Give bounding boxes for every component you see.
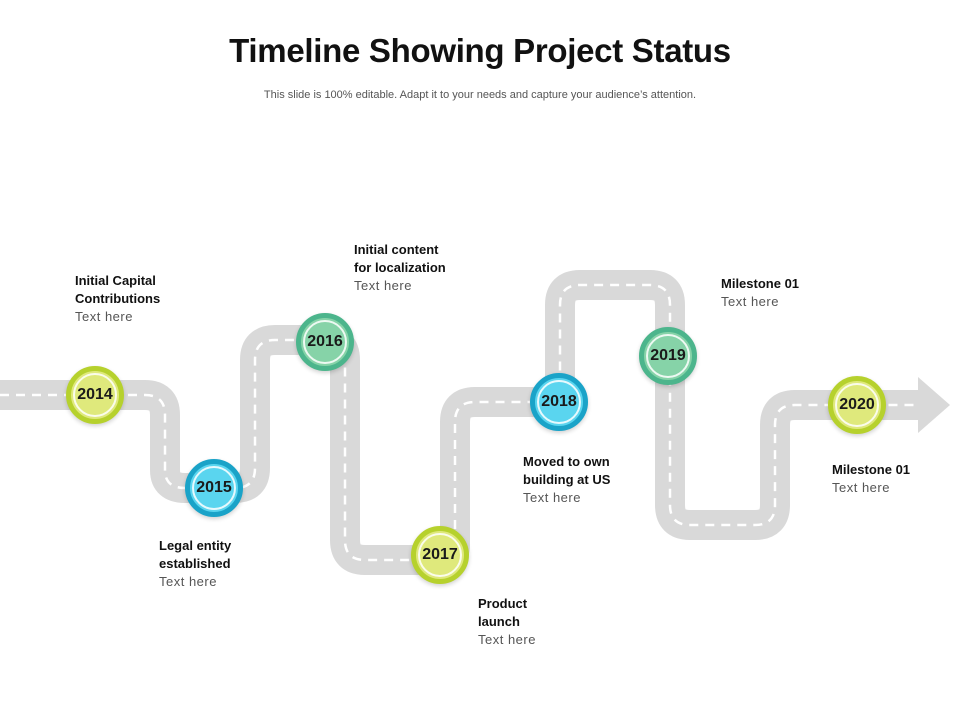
page-title: Timeline Showing Project Status [229,32,731,69]
milestone-2017-node: 2017 [411,526,469,584]
milestone-title-line: Initial content [354,242,439,257]
milestone-title-line: Moved to own [523,454,610,469]
milestone-2016-label: Initial content for localization Text he… [354,241,446,295]
milestone-title-line: Milestone 01 [721,276,800,291]
milestone-year: 2016 [307,333,343,350]
road-band [0,270,918,575]
milestone-text: Text here [159,574,217,589]
milestone-text: Text here [721,294,779,309]
milestone-year: 2014 [77,386,113,403]
milestone-title-line: for localization [354,260,446,275]
milestone-title-line: Milestone 01 [832,462,911,477]
milestone-2020-label: Milestone 01 Text here [832,461,910,497]
milestone-title-line: building at US [523,472,611,487]
milestone-year: 2017 [422,546,458,563]
milestone-2018-node: 2018 [530,373,588,431]
milestone-2015-node: 2015 [185,459,243,517]
page-subtitle: This slide is 100% editable. Adapt it to… [263,89,697,101]
milestone-year: 2020 [839,396,875,413]
milestone-2017-label: Product launch Text here [478,595,536,649]
milestone-text: Text here [75,309,133,324]
milestone-text: Text here [478,632,536,647]
milestone-title-line: Legal entity [159,538,232,553]
milestone-title-line: Contributions [75,291,161,306]
milestone-2014-node: 2014 [66,366,124,424]
milestone-2015-label: Legal entity established Text here [159,537,231,591]
road-arrow-head [918,377,950,433]
milestone-title-line: Product [478,596,528,611]
milestone-year: 2018 [541,393,577,410]
milestone-year: 2015 [196,479,232,496]
milestone-text: Text here [523,490,581,505]
milestone-title-line: established [159,556,231,571]
milestone-text: Text here [832,480,890,495]
milestone-2016-node: 2016 [296,313,354,371]
milestone-2018-label: Moved to own building at US Text here [523,453,610,507]
milestone-text: Text here [354,278,412,293]
milestone-year: 2019 [650,347,686,364]
milestone-title-line: Initial Capital [75,273,156,288]
milestone-2014-label: Initial Capital Contributions Text here [75,272,160,326]
milestone-title-line: launch [478,614,520,629]
milestone-2020-node: 2020 [828,376,886,434]
milestone-2019-label: Milestone 01 Text here [721,275,799,311]
milestone-2019-node: 2019 [639,327,697,385]
